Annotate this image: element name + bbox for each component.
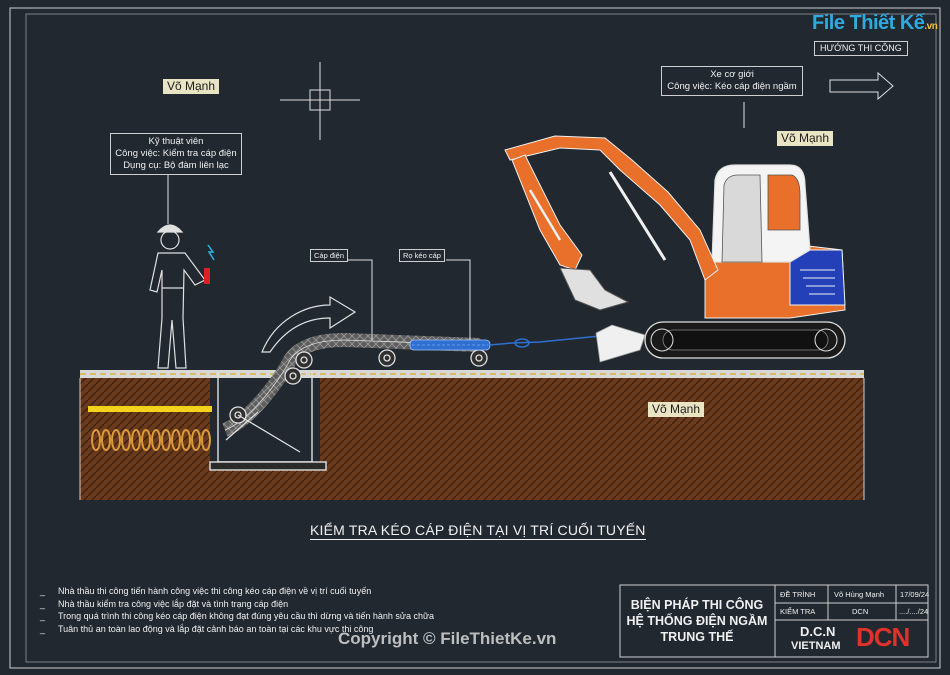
notes-list: _Nhà thầu thi công tiến hành công việc t… — [40, 585, 434, 635]
logo-title: File Thiết Kế — [812, 12, 925, 34]
cable-rollers — [225, 349, 488, 453]
row-label: ĐỀ TRÌNH — [780, 590, 816, 599]
list-item: _Tuân thủ an toàn lao động và lắp đặt cả… — [40, 623, 374, 634]
row-date: 17/09/24 — [900, 590, 930, 599]
watermark-tag: Võ Mạnh — [648, 402, 705, 417]
company-name: D.C.N — [800, 624, 836, 639]
radio-icon — [204, 244, 215, 284]
title-line: BIỆN PHÁP THI CÔNG — [630, 598, 764, 612]
excavator — [504, 135, 846, 363]
technician-figure — [149, 224, 206, 369]
copyright-watermark: Copyright © FileThietKe.vn — [338, 629, 557, 648]
cable-label: Cáp điện — [310, 249, 349, 262]
row-label: KIỂM TRA — [780, 607, 816, 616]
logo-suffix: .vn — [924, 21, 938, 32]
watermark-tag: Võ Mạnh — [777, 131, 834, 146]
drawing-inner-frame — [25, 13, 937, 663]
machine-callout: Xe cơ giới Công việc: Kéo cáp điện ngầm — [661, 66, 803, 96]
row-name: Võ Hùng Mạnh — [834, 590, 885, 599]
pulling-pit — [209, 372, 327, 471]
callout-line: Dụng cụ: Bộ đàm liên lạc — [123, 160, 229, 171]
buried-cable — [88, 406, 212, 451]
dcn-logo: DCN — [856, 622, 910, 652]
ground-section — [79, 370, 865, 500]
title-block — [619, 584, 929, 658]
title-line: HỆ THỐNG ĐIỆN NGẦM — [626, 614, 768, 628]
drawing-frame — [9, 7, 941, 669]
list-item: _Nhà thầu thi công tiến hành công việc t… — [40, 586, 372, 596]
crosshair-icon — [280, 62, 360, 140]
callout-line: Công việc: Kéo cáp điện ngầm — [667, 81, 797, 92]
row-name: DCN — [852, 607, 869, 616]
pulling-sock — [409, 335, 601, 351]
drawing-caption: KIỂM TRA KÉO CÁP ĐIỆN TẠI VỊ TRÍ CUỐI TU… — [310, 522, 646, 540]
watermark-tag: Võ Mạnh — [163, 79, 220, 94]
title-line: TRUNG THẾ — [660, 630, 734, 644]
company-country: VIETNAM — [791, 640, 841, 652]
callout-line: Công việc: Kiểm tra cáp điện — [115, 148, 237, 159]
callout-line: Xe cơ giới — [710, 69, 754, 80]
row-date: ..../..../24 — [899, 607, 929, 616]
filethietke-logo: File Thiết Kế.vn — [812, 12, 938, 38]
list-item: _Trong quá trình thi công kéo cáp điện k… — [40, 611, 434, 621]
direction-arrow-icon — [261, 295, 357, 353]
direction-arrow-icon — [829, 71, 894, 101]
callout-leaders — [167, 102, 745, 340]
technician-callout: Kỹ thuật viên Công việc: Kiểm tra cáp đi… — [110, 133, 242, 175]
pull-sock-label: Rọ kéo cáp — [399, 249, 445, 262]
title-block-title: BIỆN PHÁP THI CÔNG HỆ THỐNG ĐIỆN NGẦM TR… — [622, 597, 772, 645]
logo-subtitle: HƯỚNG THI CÔNG — [814, 41, 908, 56]
list-item: _Nhà thầu kiểm tra công việc lắp đặt và … — [40, 598, 289, 609]
callout-line: Kỹ thuật viên — [148, 136, 204, 147]
